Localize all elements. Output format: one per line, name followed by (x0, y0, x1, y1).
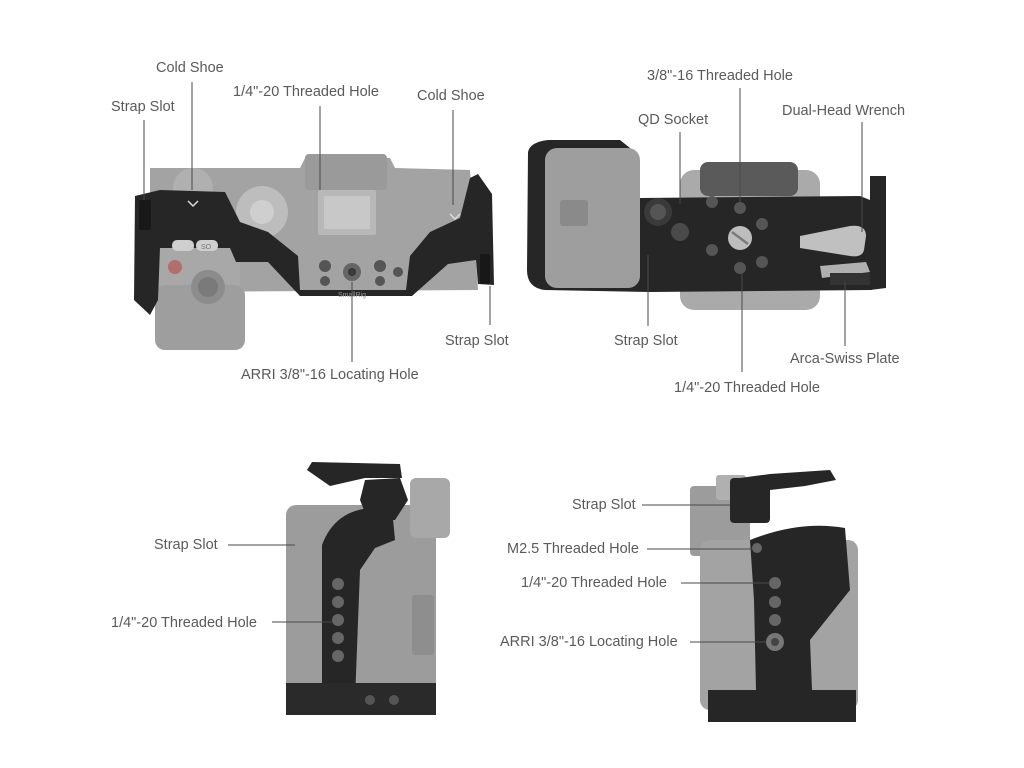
cage-plate-holes (319, 260, 403, 286)
cold-shoe-mount (318, 190, 376, 235)
top-cage (134, 174, 494, 315)
label-quarter-hole-left-side: 1/4"-20 Threaded Hole (111, 615, 257, 631)
leader-lines (143, 82, 863, 643)
label-strap-slot-right-side: Strap Slot (572, 497, 636, 513)
top-handle-right (730, 470, 836, 523)
mount-screw (728, 226, 752, 250)
button-text: SO (201, 244, 212, 251)
label-strap-slot-right: Strap Slot (445, 333, 509, 349)
label-cold-shoe-right: Cold Shoe (417, 88, 485, 104)
bottom-view (527, 140, 886, 310)
control-buttons: SO (168, 240, 225, 304)
strap-slot-right (480, 254, 490, 284)
left-side-view (286, 462, 450, 715)
side-holes-right (752, 543, 784, 651)
label-3-8-hole: 3/8"-16 Threaded Hole (647, 68, 793, 84)
side-rail (870, 176, 886, 290)
label-quarter-hole-right-side: 1/4"-20 Threaded Hole (521, 575, 667, 591)
label-strap-slot-left: Strap Slot (111, 99, 175, 115)
top-view: SmallRig SO (134, 154, 494, 350)
label-quarter-hole-top: 1/4"-20 Threaded Hole (233, 84, 379, 100)
label-arca-swiss: Arca-Swiss Plate (790, 351, 900, 367)
label-arri-top: ARRI 3/8"-16 Locating Hole (241, 367, 419, 383)
label-strap-slot-bottom: Strap Slot (614, 333, 678, 349)
camera-body-top (150, 154, 478, 350)
cold-shoe-arrow-left-icon (187, 200, 199, 208)
cold-shoe-arrow-right-icon (449, 213, 461, 221)
arca-swiss-plate (830, 273, 870, 285)
right-side-view (690, 470, 858, 722)
label-quarter-hole-bottom: 1/4"-20 Threaded Hole (674, 380, 820, 396)
label-strap-slot-left-side: Strap Slot (154, 537, 218, 553)
label-arri-right-side: ARRI 3/8"-16 Locating Hole (500, 634, 678, 650)
label-qd-socket: QD Socket (638, 112, 709, 128)
battery-door (545, 148, 640, 288)
mode-dial (236, 186, 288, 238)
strap-slot-left (139, 200, 151, 230)
label-dual-head-wrench: Dual-Head Wrench (782, 103, 906, 119)
label-m25-hole: M2.5 Threaded Hole (507, 541, 639, 557)
label-cold-shoe-left: Cold Shoe (156, 60, 224, 76)
side-holes-left (332, 578, 399, 705)
bottom-holes (644, 196, 768, 274)
